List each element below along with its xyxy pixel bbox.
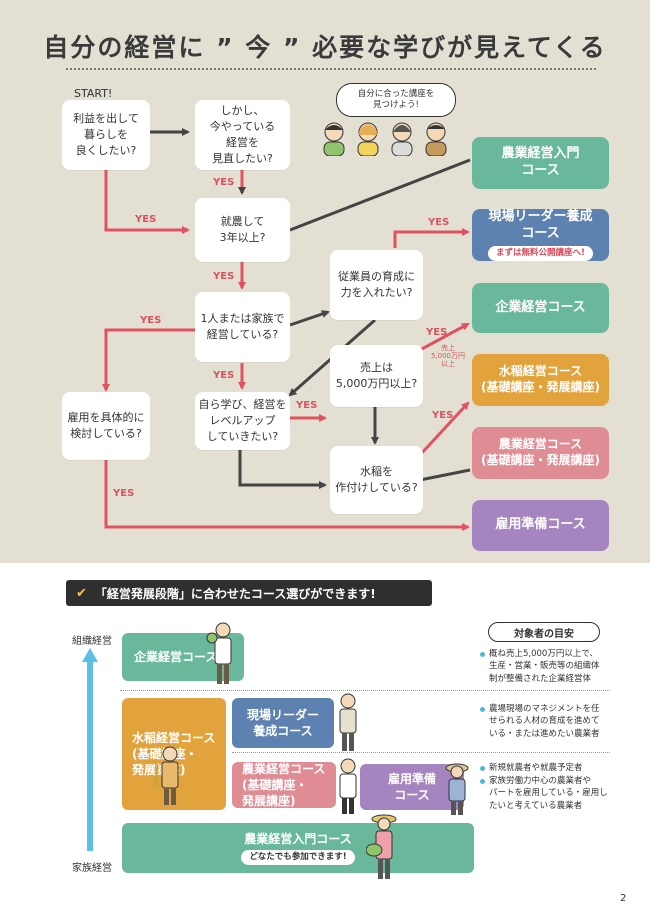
course-leader[interactable]: 現場リーダー養成 コース まずは無料公開講座へ!	[472, 209, 609, 261]
farmer-illustration	[445, 763, 469, 815]
question-sales: 売上は 5,000万円以上?	[330, 345, 423, 407]
yes-label: YES	[213, 370, 235, 381]
yes-label: YES	[432, 410, 454, 421]
yes-label: YES	[113, 488, 135, 499]
question-staff: 従業員の育成に 力を入れたい?	[330, 250, 423, 320]
stage-divider	[232, 752, 610, 753]
stage-axis-arrow	[82, 648, 98, 851]
yes-label: YES	[213, 271, 235, 282]
question-rice: 水稲を 作付けしている?	[330, 446, 423, 514]
stage-intro-label: 農業経営入門コース	[244, 831, 352, 846]
yes-label: YES	[296, 400, 318, 411]
person-icon	[357, 122, 379, 156]
question-levelup: 自ら学び、経営を レベルアップ していきたい?	[195, 392, 290, 450]
target-new: 新規就農者や就農予定者	[480, 762, 583, 774]
farmer-illustration	[206, 622, 232, 684]
course-employ[interactable]: 雇用準備コース	[472, 500, 609, 551]
yes-label: YES	[426, 327, 448, 338]
page-title: 自分の経営に ” 今 ” 必要な学びが見えてくる	[43, 33, 607, 62]
people-illustration	[320, 120, 450, 158]
target-corp: 概ね売上5,000万円以上で、 生産・営業・販売等の組織体 制が整備された企業経…	[480, 648, 600, 685]
harvest-farmer-illustration	[366, 814, 397, 879]
target-family: 家族労働力中心の農業者や パートを雇用している・雇用し たいと考えている農業者	[480, 775, 608, 812]
bullet-dot	[480, 707, 485, 712]
course-rice[interactable]: 水稲経営コース (基礎講座・発展講座)	[472, 354, 609, 406]
axis-top-label: 組織経営	[72, 636, 112, 647]
start-label: START!	[74, 87, 113, 100]
stage-banner: ✔ 「経営発展段階」に合わせたコース選びができます!	[66, 580, 432, 606]
question-employ: 雇用を具体的に 検討している?	[62, 392, 150, 460]
stage-leader[interactable]: 現場リーダー 養成コース	[232, 698, 334, 748]
target-new-text: 新規就農者や就農予定者	[489, 763, 583, 773]
bullet-dot	[480, 652, 485, 657]
stage-agri[interactable]: 農業経営コース (基礎講座・ 発展講座)	[232, 762, 336, 808]
stage-employ[interactable]: 雇用準備 コース	[360, 764, 464, 810]
worker-illustration	[339, 693, 357, 751]
yes-label: YES	[135, 214, 157, 225]
course-agri[interactable]: 農業経営コース (基礎講座・発展講座)	[472, 427, 609, 479]
course-corp[interactable]: 企業経営コース	[472, 283, 609, 333]
target-title: 対象者の目安	[488, 622, 600, 642]
target-family-text: 家族労働力中心の農業者や パートを雇用している・雇用し たいと考えている農業者	[489, 776, 608, 811]
course-intro[interactable]: 農業経営入門 コース	[472, 137, 609, 189]
question-review: しかし、 今やっている 経営を 見直したい?	[195, 100, 290, 170]
yes-label: YES	[140, 315, 162, 326]
person-icon	[425, 122, 447, 156]
check-icon: ✔	[76, 585, 87, 601]
stage-banner-text: 「経営発展段階」に合わせたコース選びができます!	[94, 586, 376, 601]
axis-bottom-label: 家族経営	[72, 863, 112, 874]
yes-label: YES	[213, 177, 235, 188]
target-leader-text: 農場現場のマネジメントを任 せられる人材の育成を進めて いる・または進めたい農業…	[489, 704, 600, 739]
stage-intro-badge: どなたでも参加できます!	[241, 849, 355, 866]
bullet-dot	[480, 766, 485, 771]
title-divider	[66, 68, 596, 70]
target-leader: 農場現場のマネジメントを任 せられる人材の育成を進めて いる・または進めたい農業…	[480, 703, 600, 740]
person-icon	[323, 122, 345, 156]
question-years: 就農して 3年以上?	[195, 198, 290, 262]
question-profit: 利益を出して 暮らしを 良くしたい?	[62, 100, 150, 170]
speech-bubble: 自分に合った講座を 見つけよう!	[336, 83, 456, 117]
page-number: 2	[620, 893, 627, 904]
bullet-dot	[480, 779, 485, 784]
free-lecture-badge: まずは無料公開講座へ!	[488, 245, 593, 261]
stage-intro[interactable]: 農業経営入門コース どなたでも参加できます!	[122, 823, 474, 873]
course-leader-label: 現場リーダー養成 コース	[488, 209, 593, 241]
target-corp-text: 概ね売上5,000万円以上で、 生産・営業・販売等の組織体 制が整備された企業経…	[489, 649, 600, 684]
question-family: 1人または家族で 経営している?	[195, 292, 290, 362]
stage-divider	[120, 690, 610, 691]
rice-farmer-illustration	[153, 746, 179, 805]
yes-label: YES	[428, 217, 450, 228]
sales-note: 売上 5,000万円 以上	[430, 344, 466, 369]
farmer-illustration	[339, 758, 357, 814]
person-icon	[391, 122, 413, 156]
